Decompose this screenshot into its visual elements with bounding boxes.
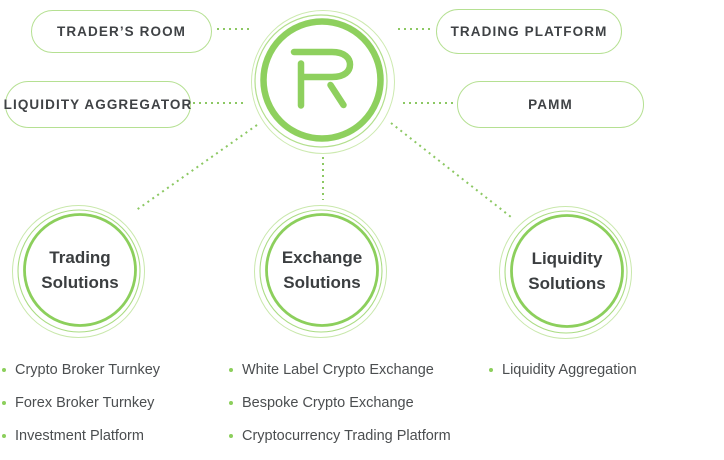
list-item-label: Forex Broker Turnkey	[15, 395, 155, 411]
brand-logo	[247, 5, 397, 155]
pill-liquidity-aggregator[interactable]: LIQUIDITY AGGREGATOR	[4, 81, 191, 128]
node-trading-solutions[interactable]: Trading Solutions	[10, 200, 150, 340]
list-item-label: Cryptocurrency Trading Platform	[242, 428, 451, 444]
bullet-icon	[2, 368, 6, 372]
node-liquidity-solutions[interactable]: Liquidity Solutions	[497, 201, 637, 341]
list-item-label: Liquidity Aggregation	[502, 362, 637, 378]
title-line: Solutions	[528, 274, 606, 293]
title-line: Liquidity	[531, 249, 603, 268]
dotted-connector-liquidity-solutions	[390, 122, 512, 218]
list-item: White Label Crypto Exchange	[229, 360, 451, 380]
list-item: Cryptocurrency Trading Platform	[229, 426, 451, 446]
list-item: Liquidity Aggregation	[489, 360, 637, 380]
pill-trading-platform[interactable]: TRADING PLATFORM	[436, 9, 622, 54]
bullet-icon	[229, 368, 233, 372]
dotted-connector-trading-solutions	[134, 124, 258, 212]
trading-solutions-title: Trading Solutions	[10, 200, 150, 340]
list-item-label: White Label Crypto Exchange	[242, 362, 434, 378]
title-line: Exchange	[281, 248, 363, 267]
node-exchange-solutions[interactable]: Exchange Solutions	[252, 200, 392, 340]
list-item: Crypto Broker Turnkey	[2, 360, 160, 380]
circle-rings-icon	[12, 205, 145, 338]
bullet-icon	[2, 401, 6, 405]
exchange-solutions-title: Exchange Solutions	[252, 200, 392, 340]
bullet-icon	[2, 434, 6, 438]
bullet-icon	[229, 401, 233, 405]
liquidity-solutions-title: Liquidity Solutions	[497, 201, 637, 341]
list-item-label: Bespoke Crypto Exchange	[242, 395, 414, 411]
circle-rings-icon	[499, 206, 632, 339]
circle-rings-icon	[254, 205, 387, 338]
list-item: Forex Broker Turnkey	[2, 393, 160, 413]
title-line: Solutions	[41, 273, 119, 292]
list-item: Investment Platform	[2, 426, 160, 446]
trading-solutions-list: Crypto Broker Turnkey Forex Broker Turnk…	[2, 360, 160, 459]
list-item-label: Crypto Broker Turnkey	[15, 362, 161, 378]
bullet-icon	[489, 368, 493, 372]
pill-traders-room[interactable]: TRADER’S ROOM	[31, 10, 212, 53]
list-item-label: Investment Platform	[15, 428, 144, 444]
bullet-icon	[229, 434, 233, 438]
title-line: Solutions	[283, 273, 361, 292]
r-monogram-icon	[251, 10, 395, 154]
pill-pamm[interactable]: PAMM	[457, 81, 644, 128]
liquidity-solutions-list: Liquidity Aggregation	[489, 360, 637, 393]
title-line: Trading	[49, 248, 111, 267]
list-item: Bespoke Crypto Exchange	[229, 393, 451, 413]
exchange-solutions-list: White Label Crypto Exchange Bespoke Cryp…	[229, 360, 451, 459]
